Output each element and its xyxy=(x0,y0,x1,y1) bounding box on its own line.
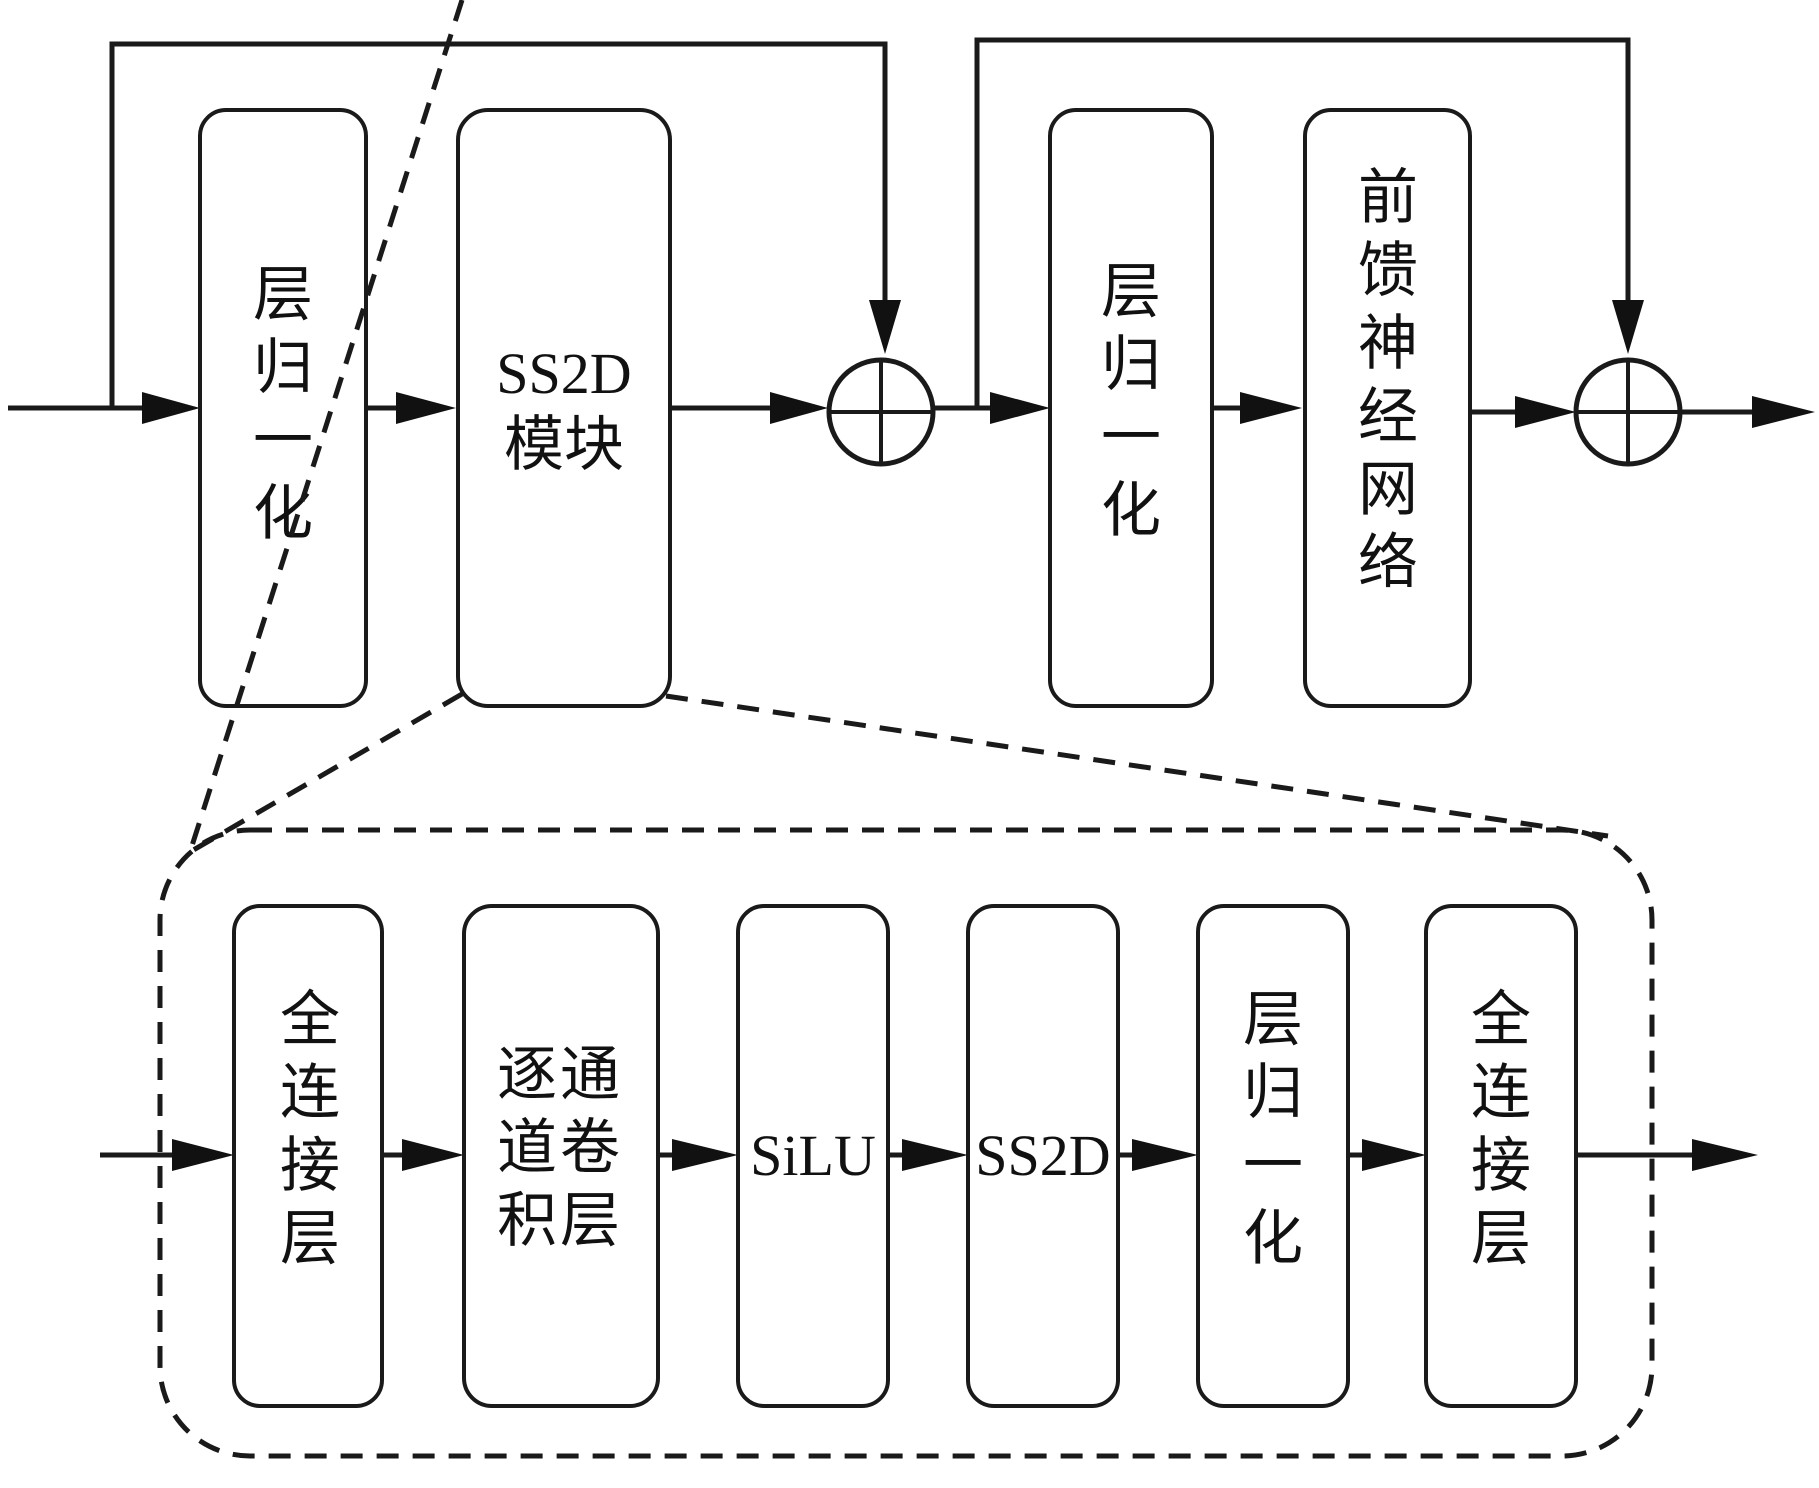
svg-text:层: 层 xyxy=(280,1204,340,1274)
arrow-to-ln3 xyxy=(1132,1139,1198,1171)
residual-add-2 xyxy=(1573,357,1683,467)
svg-text:馈: 馈 xyxy=(1358,236,1418,306)
svg-text:通: 通 xyxy=(560,1040,620,1110)
svg-text:一: 一 xyxy=(1243,1131,1303,1201)
svg-text:化: 化 xyxy=(1243,1204,1303,1274)
output-arrow xyxy=(1752,396,1815,428)
arrow-to-fc1 xyxy=(172,1139,234,1171)
fc-block-1 xyxy=(232,904,384,1408)
ss2d-label: SS2D xyxy=(975,1123,1110,1188)
arrow-to-ss2d-inner xyxy=(902,1139,968,1171)
depthwise-conv-block xyxy=(462,904,660,1408)
arrow-to-fc2 xyxy=(1362,1139,1426,1171)
svg-text:连: 连 xyxy=(1471,1058,1531,1128)
svg-text:层: 层 xyxy=(560,1186,620,1256)
silu-block xyxy=(736,904,890,1408)
svg-text:归: 归 xyxy=(1101,330,1161,400)
skip-arrow-1 xyxy=(869,300,901,354)
svg-text:一: 一 xyxy=(1101,403,1161,473)
detail-output-arrow xyxy=(1692,1139,1758,1171)
feed-forward-label: 前 馈 神 经 网 络 xyxy=(1358,163,1418,598)
arrow-to-ln2 xyxy=(990,392,1050,424)
skip-connection-1 xyxy=(109,41,888,408)
svg-text:归: 归 xyxy=(253,333,313,403)
svg-text:层: 层 xyxy=(1101,257,1161,327)
arrow-to-ffn xyxy=(1240,392,1302,424)
arrow-to-silu xyxy=(672,1139,738,1171)
silu-label: SiLU xyxy=(750,1123,876,1188)
svg-text:道: 道 xyxy=(497,1113,557,1183)
svg-text:积: 积 xyxy=(497,1186,557,1256)
feed-forward-block xyxy=(1303,108,1472,708)
svg-text:层: 层 xyxy=(1243,985,1303,1055)
fc-label-2: 全 连 接 层 xyxy=(1471,985,1531,1274)
svg-text:一: 一 xyxy=(253,406,313,476)
layer-norm-block-1 xyxy=(198,108,368,708)
ss2d-module-block xyxy=(456,108,672,708)
fc-block-2 xyxy=(1424,904,1578,1408)
fc-label-1: 全 连 接 层 xyxy=(280,985,340,1274)
svg-text:SS2D: SS2D xyxy=(496,341,631,406)
layer-norm-block-3 xyxy=(1196,904,1350,1408)
zoom-connector-right xyxy=(665,693,1609,839)
residual-add-1 xyxy=(826,357,936,467)
ss2d-module-label: SS2D 模块 xyxy=(496,341,631,480)
svg-text:前: 前 xyxy=(1358,163,1418,233)
layer-norm-label-1: 层 归 一 化 xyxy=(253,260,313,549)
svg-text:全: 全 xyxy=(280,985,340,1055)
svg-text:神: 神 xyxy=(1358,309,1418,379)
skip-arrow-2 xyxy=(1612,300,1644,354)
ss2d-expanded-container xyxy=(157,827,1655,1459)
svg-text:接: 接 xyxy=(280,1131,340,1201)
svg-text:络: 络 xyxy=(1358,528,1418,598)
ss2d-block xyxy=(966,904,1120,1408)
svg-text:归: 归 xyxy=(1243,1058,1303,1128)
arrow-to-ss2d xyxy=(396,392,456,424)
arrow-to-sum1 xyxy=(770,392,828,424)
svg-text:经: 经 xyxy=(1358,382,1418,452)
svg-text:模块: 模块 xyxy=(504,410,624,480)
svg-text:卷: 卷 xyxy=(560,1113,620,1183)
layer-norm-label-2: 层 归 一 化 xyxy=(1101,257,1161,546)
layer-norm-block-2 xyxy=(1048,108,1214,708)
arrow-to-ln1 xyxy=(142,392,200,424)
depthwise-conv-label: 逐 道 积 通 卷 层 xyxy=(497,1040,620,1256)
arrow-to-dwconv xyxy=(402,1139,464,1171)
svg-text:接: 接 xyxy=(1471,1131,1531,1201)
svg-text:全: 全 xyxy=(1471,985,1531,1055)
arrow-to-sum2 xyxy=(1515,396,1576,428)
svg-text:化: 化 xyxy=(1101,476,1161,546)
svg-text:层: 层 xyxy=(253,260,313,330)
zoom-connector-left xyxy=(188,691,464,855)
zoom-connector-left xyxy=(187,0,465,853)
svg-text:层: 层 xyxy=(1471,1204,1531,1274)
skip-connection-2 xyxy=(974,37,1631,408)
svg-text:连: 连 xyxy=(280,1058,340,1128)
layer-norm-label-3: 层 归 一 化 xyxy=(1243,985,1303,1274)
svg-text:网: 网 xyxy=(1358,455,1418,525)
svg-text:逐: 逐 xyxy=(497,1040,557,1110)
